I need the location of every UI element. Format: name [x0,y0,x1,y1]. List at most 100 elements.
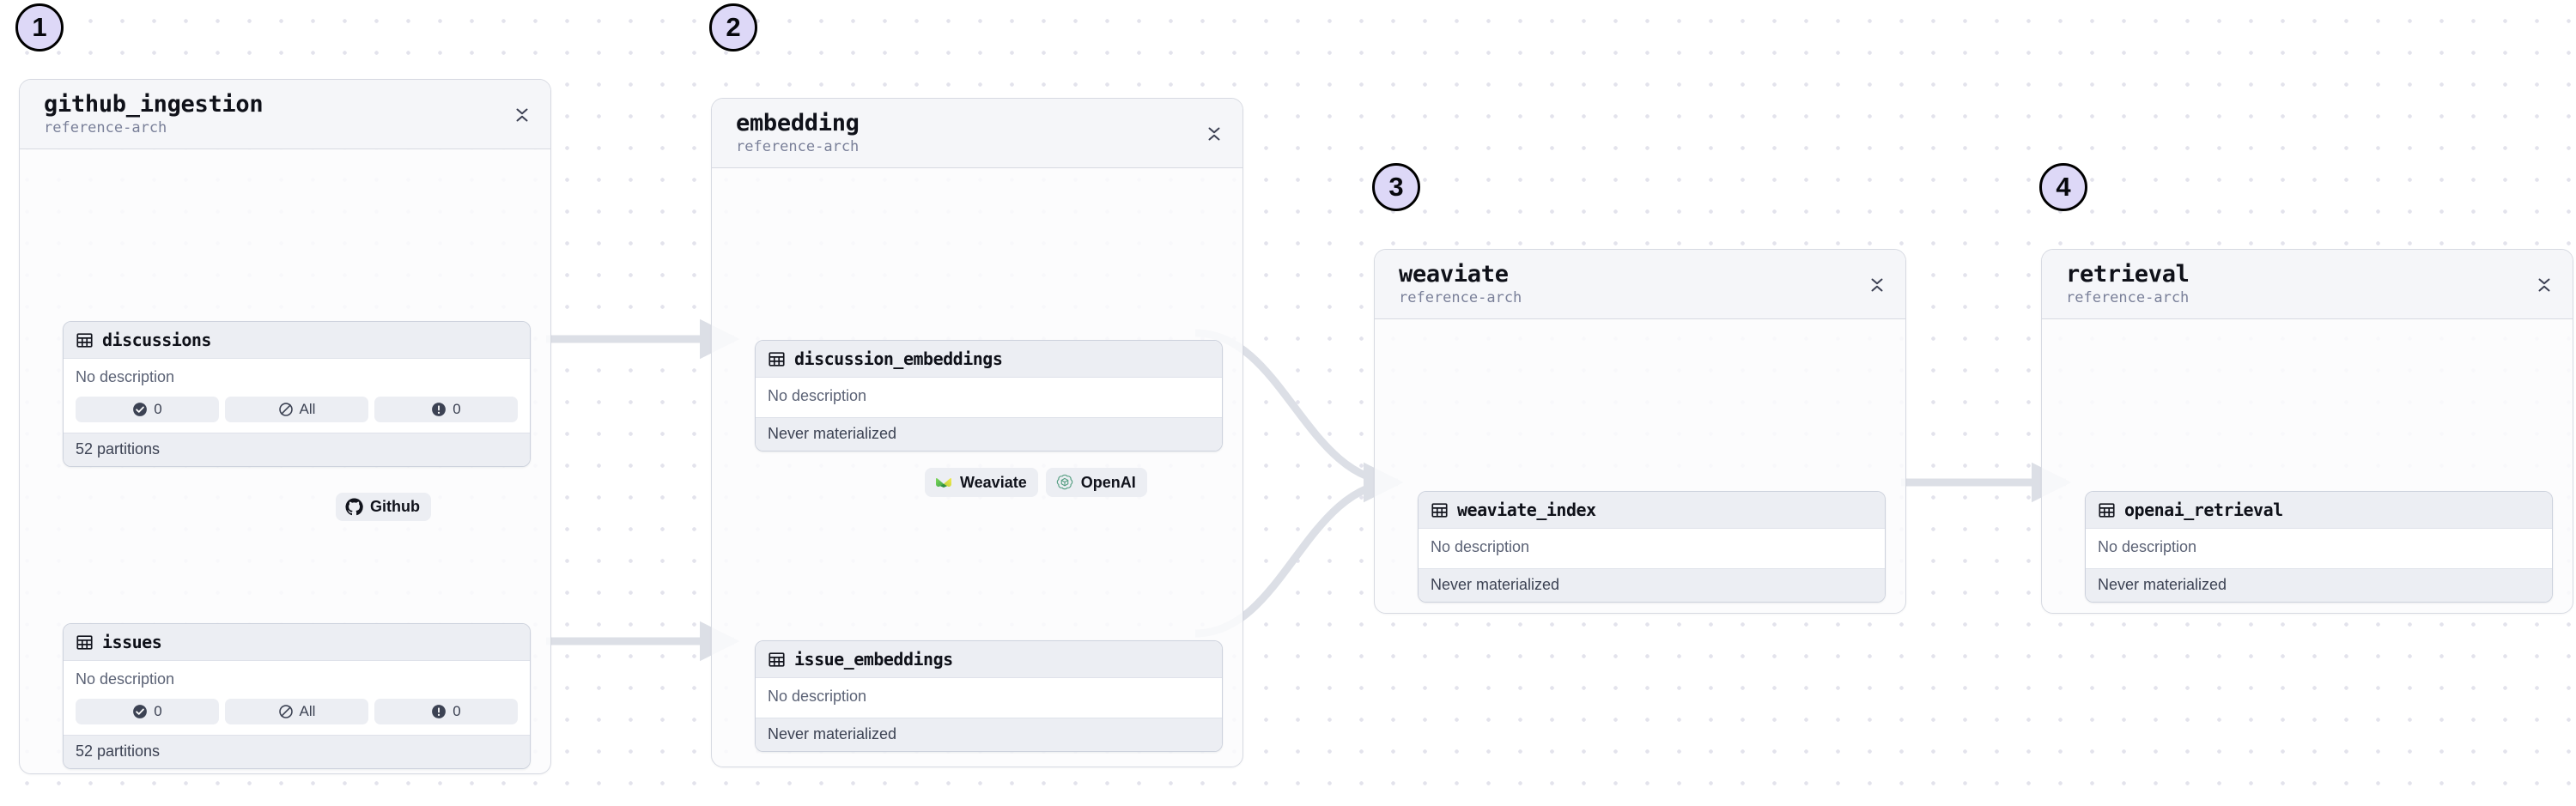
asset-footer-status: 52 partitions [64,734,530,768]
asset-description: No description [2098,538,2197,556]
slash-circle-icon [278,704,294,719]
asset-header: openai_retrieval [2086,492,2552,530]
asset-name: issues [102,632,162,653]
asset-name: issue_embeddings [794,649,953,670]
table-icon [768,651,786,669]
exclamation-circle-icon [431,704,447,719]
status-pill-slash-circle[interactable]: All [225,698,368,724]
table-icon [76,633,94,651]
group-title-block: embedding reference-arch [736,110,860,156]
status-pill-check-circle[interactable]: 0 [76,698,219,724]
group-subtitle: reference-arch [2066,289,2190,307]
asset-group-embedding[interactable]: embedding reference-arch discussion_embed… [711,98,1243,767]
asset-name: discussions [102,330,211,351]
group-header-embedding[interactable]: embedding reference-arch [712,99,1242,169]
asset-name: weaviate_index [1457,500,1596,521]
status-pill-label: All [299,400,316,417]
table-icon [768,350,786,368]
weaviate-icon [934,473,953,492]
asset-description: No description [76,368,175,386]
status-pill-label: 0 [453,400,461,417]
collapse-vertical-icon[interactable] [511,100,533,130]
check-circle-icon [132,402,148,417]
asset-body: No description [2086,529,2552,568]
asset-header: weaviate_index [1419,492,1885,530]
asset-name: discussion_embeddings [794,348,1003,370]
group-subtitle: reference-arch [44,119,167,137]
github-icon [345,498,363,516]
asset-description: No description [768,688,867,706]
group-title: retrieval [2066,261,2190,288]
status-pill-exclamation-circle[interactable]: 0 [374,698,518,724]
asset-description: No description [1431,538,1530,556]
status-pill-check-circle[interactable]: 0 [76,396,219,422]
asset-description: No description [768,387,867,405]
integration-tag-weaviate[interactable]: Weaviate [925,468,1038,498]
exclamation-circle-icon [431,402,447,417]
asset-description: No description [76,670,175,688]
annotation-badge-2: 2 [709,3,757,52]
status-pill-label: 0 [154,702,162,719]
asset-name: openai_retrieval [2124,500,2283,521]
collapse-vertical-icon[interactable] [1203,119,1225,148]
integration-tags-discussion_embeddings: Weaviate OpenAI [925,468,1147,498]
asset-header: discussions [64,322,530,360]
collapse-vertical-icon[interactable] [2533,270,2555,300]
asset-body: No description [1419,529,1885,568]
integration-tag-label: Weaviate [960,473,1027,491]
status-pill-label: 0 [453,702,461,719]
status-pill-exclamation-circle[interactable]: 0 [374,396,518,422]
check-circle-icon [132,704,148,719]
group-title: github_ingestion [44,91,264,118]
annotation-badge-3: 3 [1372,163,1420,211]
status-pill-label: 0 [154,400,162,417]
integration-tag-label: Github [370,498,420,516]
asset-body: No description 0 All 0 [64,661,530,735]
asset-body: No description 0 All 0 [64,359,530,433]
asset-status-pills: 0 All 0 [76,698,518,724]
integration-tags-discussions: Github [336,493,431,522]
collapse-vertical-icon[interactable] [1866,270,1888,300]
asset-header: discussion_embeddings [756,341,1222,379]
integration-tag-github[interactable]: Github [336,493,431,522]
asset-footer-status: Never materialized [1419,567,1885,602]
annotation-badge-1: 1 [15,3,64,52]
status-pill-slash-circle[interactable]: All [225,396,368,422]
asset-footer-status: Never materialized [756,717,1222,751]
asset-body: No description [756,678,1222,718]
asset-status-pills: 0 All 0 [76,396,518,422]
group-title: weaviate [1399,261,1509,288]
group-title: embedding [736,110,860,136]
annotation-badge-4: 4 [2039,163,2087,211]
table-icon [2098,501,2116,519]
group-subtitle: reference-arch [736,138,860,156]
asset-header: issues [64,624,530,662]
asset-footer-status: Never materialized [2086,567,2552,602]
status-pill-label: All [299,702,316,719]
asset-footer-status: Never materialized [756,416,1222,451]
table-icon [76,331,94,349]
group-subtitle: reference-arch [1399,289,1522,307]
integration-tag-openai[interactable]: OpenAI [1045,468,1147,498]
asset-header: issue_embeddings [756,641,1222,679]
